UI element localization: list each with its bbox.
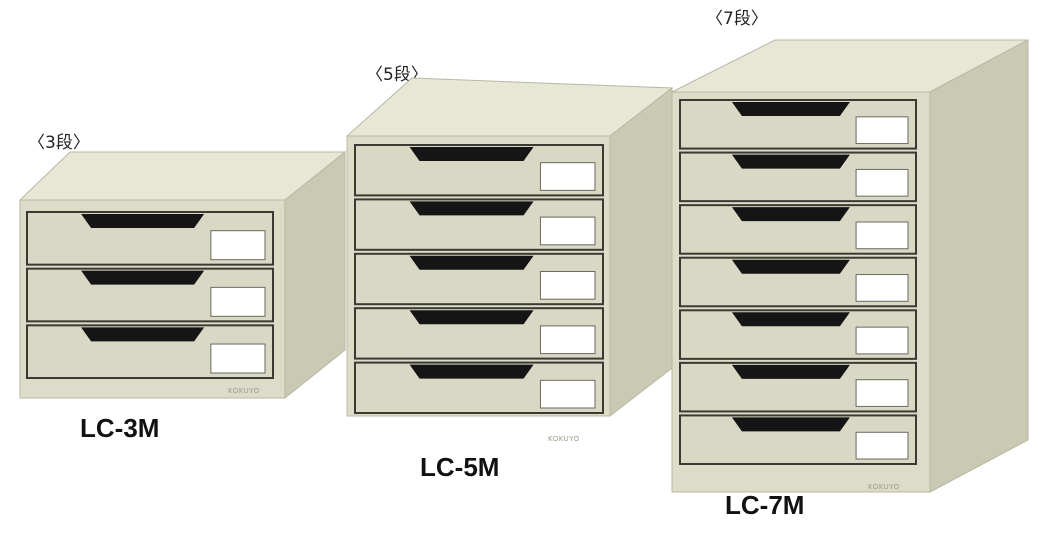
brand-mark: KOKUYO xyxy=(228,387,260,395)
drawer-handle[interactable] xyxy=(731,102,850,116)
model-label-lc-3m: LC-3M xyxy=(80,413,160,443)
drawer-label-holder xyxy=(855,326,909,355)
drawer-handle[interactable] xyxy=(409,201,534,216)
drawer-label-holder xyxy=(539,270,596,300)
drawer-label-holder xyxy=(539,162,596,191)
drawer-label-holder xyxy=(855,274,909,302)
drawer-handle[interactable] xyxy=(81,327,205,342)
drawer-label-holder xyxy=(855,221,909,250)
tier-label-7: 〈7段〉 xyxy=(706,9,768,29)
drawer-label-holder xyxy=(855,168,909,197)
drawer-handle[interactable] xyxy=(409,364,534,379)
drawer-label-holder xyxy=(855,431,909,460)
model-label-lc-5m: LC-5M xyxy=(420,452,500,482)
drawer-handle[interactable] xyxy=(409,255,534,270)
drawer-label-holder xyxy=(855,116,909,145)
drawer-handle[interactable] xyxy=(81,214,205,228)
brand-mark: KOKUYO xyxy=(548,435,580,443)
drawer-label-holder xyxy=(539,216,596,246)
drawer-label-holder xyxy=(210,286,266,317)
drawer-handle[interactable] xyxy=(731,312,850,327)
drawer-label-holder xyxy=(210,343,266,374)
drawer-label-holder xyxy=(539,379,596,409)
drawer-handle[interactable] xyxy=(731,259,850,274)
drawer-handle[interactable] xyxy=(81,270,205,285)
brand-mark: KOKUYO xyxy=(868,483,900,491)
model-label-lc-7m: LC-7M xyxy=(725,490,805,520)
drawer-handle[interactable] xyxy=(731,417,850,432)
drawer-handle[interactable] xyxy=(409,147,534,161)
drawer-label-holder xyxy=(539,325,596,355)
drawer-handle[interactable] xyxy=(409,310,534,325)
drawer-label-holder xyxy=(210,230,266,261)
drawer-handle[interactable] xyxy=(731,364,850,379)
cabinet-side xyxy=(929,39,1029,493)
drawer-handle[interactable] xyxy=(731,154,850,169)
drawer-handle[interactable] xyxy=(731,207,850,222)
tier-label-3: 〈3段〉 xyxy=(28,133,90,153)
drawer-label-holder xyxy=(855,379,909,407)
